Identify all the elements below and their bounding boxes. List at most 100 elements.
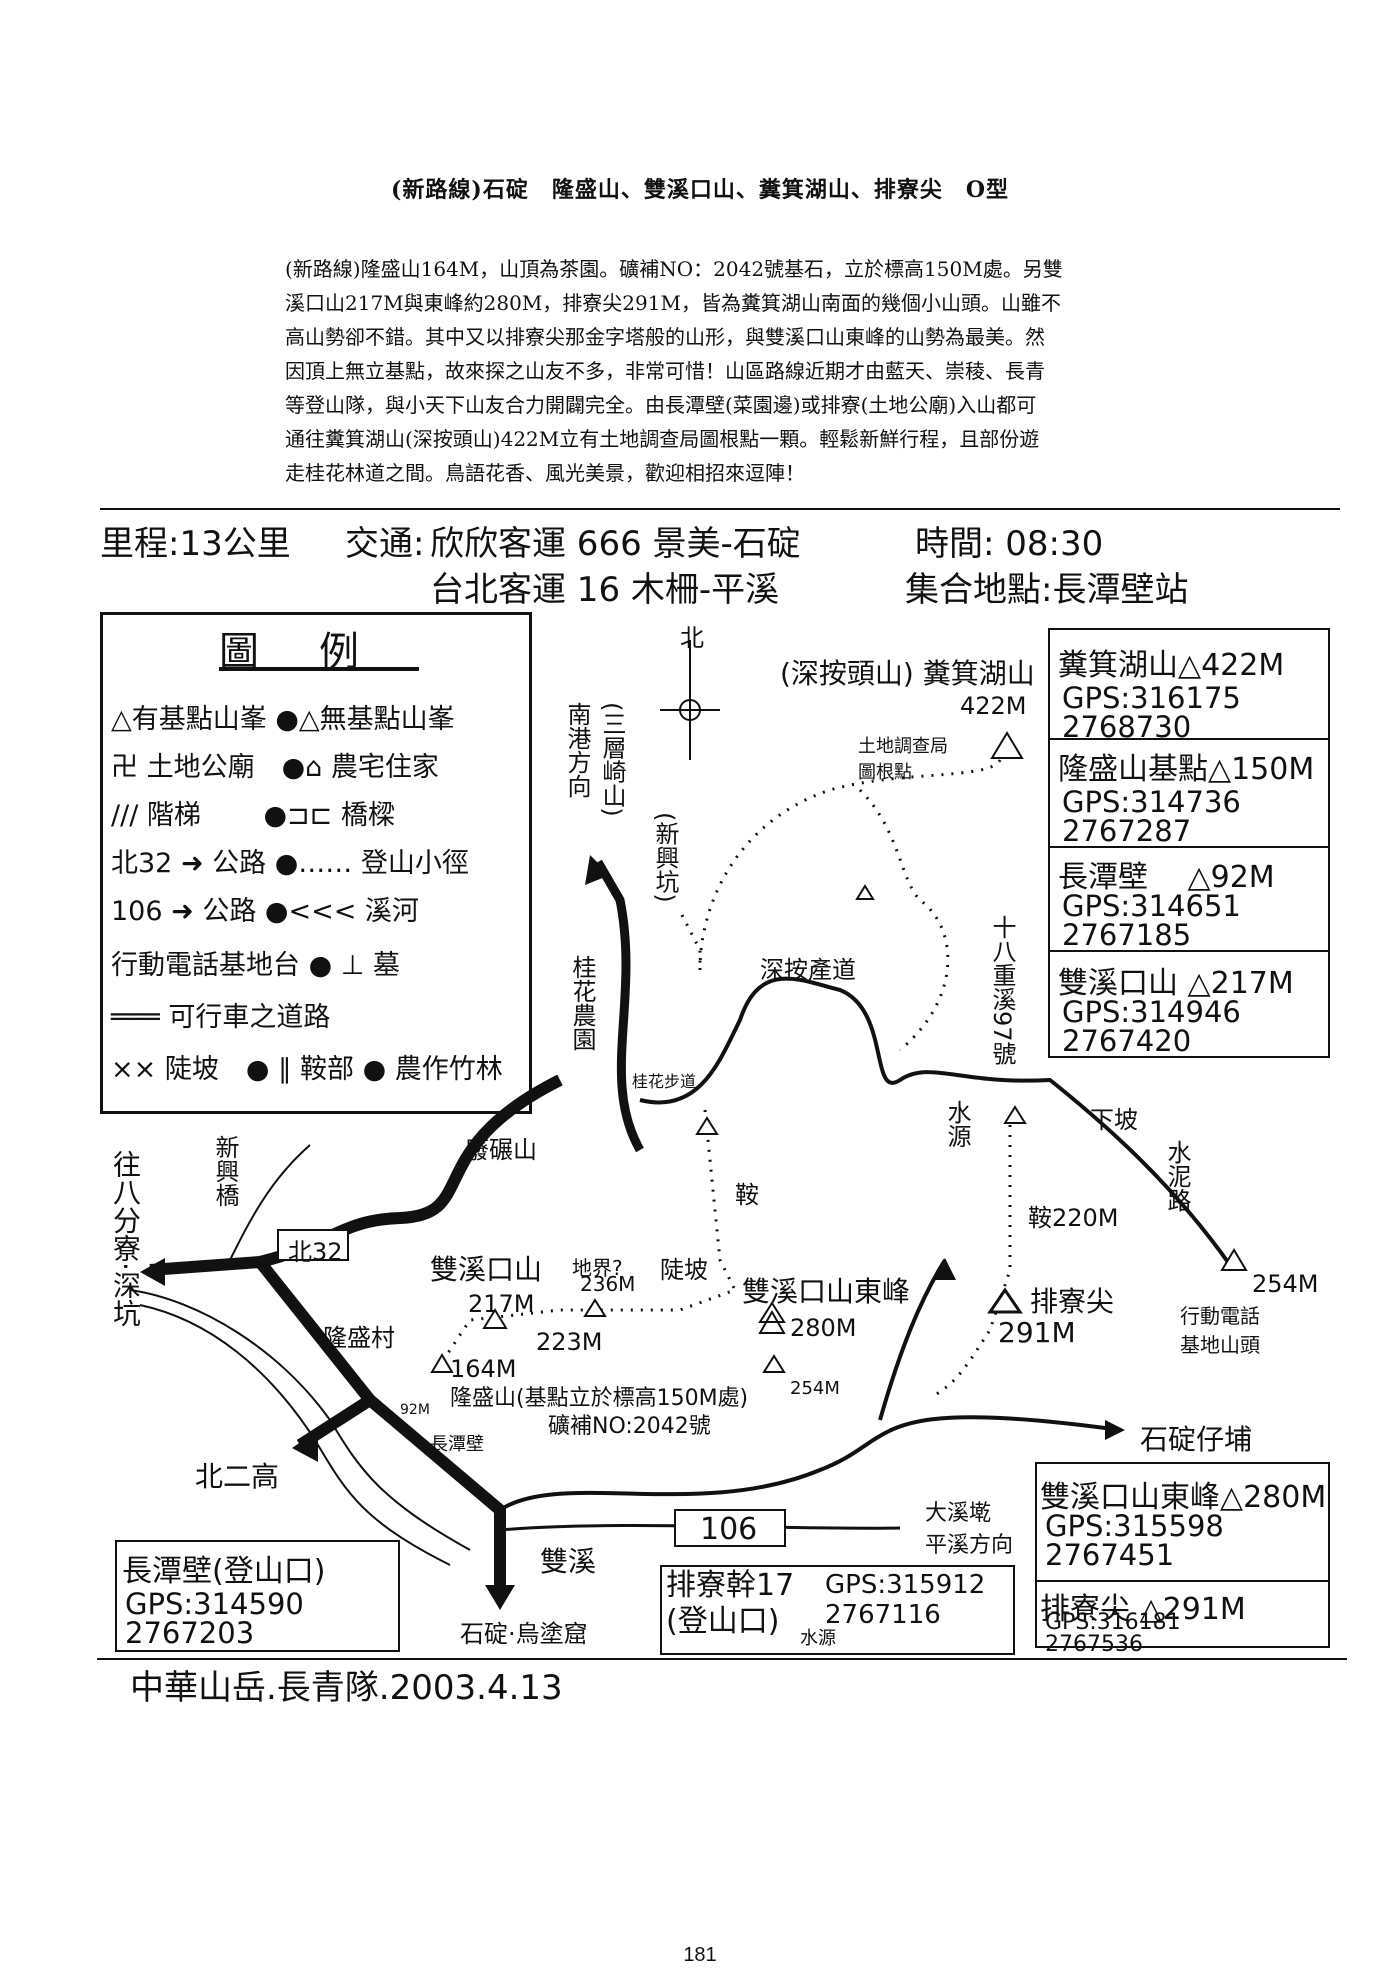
kuangbu-label: 礦補NO:2042號 xyxy=(548,1414,711,1439)
changtanbi-label: 長潭壁 xyxy=(430,1434,484,1455)
gps-name: 長潭壁 △92M xyxy=(1058,860,1275,895)
water-source: 水源 xyxy=(943,1100,971,1148)
trip-meeting: 集合地點:長潭壁站 xyxy=(905,570,1189,610)
trail xyxy=(858,788,950,1052)
road-106 xyxy=(498,1415,1121,1512)
road-shield-106 xyxy=(674,1509,786,1547)
cement-road-label: 水泥路 xyxy=(1163,1140,1191,1212)
boundary-label: 地界? xyxy=(572,1256,623,1280)
altitude-291: 291M xyxy=(998,1316,1076,1349)
altitude-236: 236M xyxy=(580,1272,636,1296)
header-rule xyxy=(100,508,1340,510)
gps-name: 雙溪口山東峰△280M xyxy=(1040,1480,1327,1515)
peak-marker-feipo xyxy=(695,1116,719,1135)
gps-divider xyxy=(1048,738,1330,740)
nangang-direction: (三層崎山) 南港方向 xyxy=(563,702,626,817)
gps-coords: GPS:315598 2767451 xyxy=(1045,1509,1224,1572)
trip-transport-label: 交通: xyxy=(345,524,425,564)
gps-panel-bottom xyxy=(1035,1462,1330,1648)
peak-marker-280 xyxy=(758,1309,786,1334)
shuangxi-town: 雙溪 xyxy=(540,1545,597,1578)
road-north-spur xyxy=(594,859,644,1153)
arrow-head xyxy=(485,1585,515,1610)
road-to-beier xyxy=(255,1258,379,1451)
intro-line: 溪口山217M與東峰約280M，排寮尖291M，皆為糞箕湖山南面的幾個小山頭。山… xyxy=(285,291,1061,315)
road-106-label: 106 xyxy=(700,1512,758,1547)
legend-row: 行動電話基地台 ● ⊥ 墓 xyxy=(111,950,400,981)
intro-line: 通往糞箕湖山(深按頭山)422M立有土地調查局圖根點一顆。輕鬆新鮮行程，且部份遊 xyxy=(285,427,1040,451)
gps-divider xyxy=(1035,1580,1330,1582)
arrow-head xyxy=(140,1258,165,1286)
footer-rule xyxy=(97,1658,1347,1660)
cell-tower-hill: 行動電話 基地山頭 xyxy=(1180,1304,1260,1357)
north-label: 北 xyxy=(680,624,704,652)
gps-coords: GPS:316181 2767536 xyxy=(1045,1610,1181,1657)
peak-marker-236 xyxy=(583,1298,607,1317)
water-source-label: 水源 xyxy=(800,1628,836,1649)
intro-line: 走桂花林道之間。鳥語花香、風光美景，歡迎相招來逗陣！ xyxy=(285,461,805,485)
summit-altitude: 422M xyxy=(960,692,1027,720)
gps-name: 雙溪口山 △217M xyxy=(1058,966,1294,1001)
gps-name: 排寮幹17 (登山口) xyxy=(666,1568,795,1639)
trail xyxy=(438,1109,738,1366)
trip-time: 時間: 08:30 xyxy=(915,524,1104,564)
intro-line: (新路線)隆盛山164M，山頂為茶園。礦補NO：2042號基石，立於標高150M… xyxy=(285,257,1063,281)
legend-row: 卍 土地公廟 ●⌂ 農宅住家 xyxy=(111,752,439,783)
longsheng-peak: 隆盛山(基點立於標高150M處) xyxy=(450,1386,749,1411)
longsheng-village: 隆盛村 xyxy=(323,1324,395,1352)
altitude-254: 254M xyxy=(1252,1270,1319,1298)
gps-panel xyxy=(1048,628,1330,1058)
signature: 中華山岳.長青隊.2003.4.13 xyxy=(130,1668,563,1708)
road-shield-bei32 xyxy=(277,1229,349,1261)
guihua-farm: 桂花農園 xyxy=(568,955,596,1051)
gps-coords: GPS:314736 2767287 xyxy=(1062,785,1241,848)
page-number: 181 xyxy=(683,1944,717,1966)
arrow-head xyxy=(292,1430,318,1462)
map-legend: 圖例 △有基點山峯 ●△無基點山峯 卍 土地公廟 ●⌂ 農宅住家 /// 階梯 … xyxy=(100,612,532,1114)
gps-divider xyxy=(1048,950,1330,952)
gps-coords: GPS:314651 2767185 xyxy=(1062,889,1241,952)
gps-coords: GPS:315912 2767116 xyxy=(825,1570,986,1630)
pailiao-peak: 排寮尖 xyxy=(1030,1285,1115,1318)
gps-name: 隆盛山基點△150M xyxy=(1058,752,1315,787)
beier-highway: 北二高 xyxy=(195,1460,280,1493)
peak-marker-254b xyxy=(762,1354,786,1373)
gps-name: 糞箕湖山△422M xyxy=(1058,648,1285,683)
shuangxikou-peak: 雙溪口山 xyxy=(430,1253,543,1286)
legend-row: ×× 陡坡 ● ∥ 鞍部 ● 農作竹林 xyxy=(111,1054,503,1085)
trip-bus-2: 台北客運 16 木柵-平溪 xyxy=(430,570,780,610)
feipo-hill: 廢碾山 xyxy=(465,1136,537,1164)
peak-marker-shuangxi xyxy=(482,1308,508,1329)
intro-line: 高山勢卻不錯。其中又以排寮尖那金字塔般的山形，與雙溪口山東峰的山勢為最美。然 xyxy=(285,325,1045,349)
road-shenan xyxy=(639,976,1232,1267)
peak-marker-164 xyxy=(430,1353,454,1373)
altitude-223: 223M xyxy=(536,1328,603,1356)
peak-marker-xiapo xyxy=(1003,1105,1027,1124)
saddle-220: 鞍220M xyxy=(1028,1204,1119,1232)
xinxing-keng: (新興坑) xyxy=(651,812,679,903)
legend-row: /// 階梯 ●⊐⊏ 橋樑 xyxy=(111,800,395,831)
intro-line: 因頂上無立基點，故來探之山友不多，非常可惜！山區路線近期才由藍天、崇稜、長青 xyxy=(285,359,1045,383)
altitude-92: 92M xyxy=(400,1402,430,1418)
legend-row: 北32 ➜ 公路 ●…… 登山小徑 xyxy=(111,848,469,879)
gps-panel-pailiao xyxy=(660,1565,1015,1655)
xinxing-bridge: 新興橋 xyxy=(211,1135,239,1207)
road-bei32-label: 北32 xyxy=(288,1238,343,1266)
east-peak-label: 雙溪口山東峰 xyxy=(742,1275,911,1308)
legend-row: △有基點山峯 ●△無基點山峯 xyxy=(111,704,455,735)
trail xyxy=(680,914,702,970)
legend-row: 106 ➜ 公路 ●<<< 溪河 xyxy=(111,896,419,927)
altitude-164: 164M xyxy=(450,1355,517,1383)
gps-coords: GPS:314590 2767203 xyxy=(125,1587,304,1650)
arrow-head xyxy=(932,1258,956,1280)
gps-name: 排寮尖 △291M xyxy=(1040,1592,1246,1627)
page-title: (新路線)石碇 隆盛山、雙溪口山、糞箕湖山、排寮尖 O型 xyxy=(391,177,1009,203)
downhill-label: 下坡 xyxy=(1090,1106,1138,1134)
saddle-label: 鞍 xyxy=(735,1181,759,1209)
shiding-wutu: 石碇·烏塗窟 xyxy=(460,1620,588,1648)
legend-row: ═══ 可行車之道路 xyxy=(111,1002,331,1033)
river xyxy=(129,1289,471,1551)
intro-paragraph: (新路線)隆盛山164M，山頂為茶園。礦補NO：2042號基石，立於標高150M… xyxy=(285,252,1145,490)
summit-name: (深按頭山) 糞箕湖山 xyxy=(780,657,1035,690)
peak-marker-254a xyxy=(1220,1248,1248,1271)
